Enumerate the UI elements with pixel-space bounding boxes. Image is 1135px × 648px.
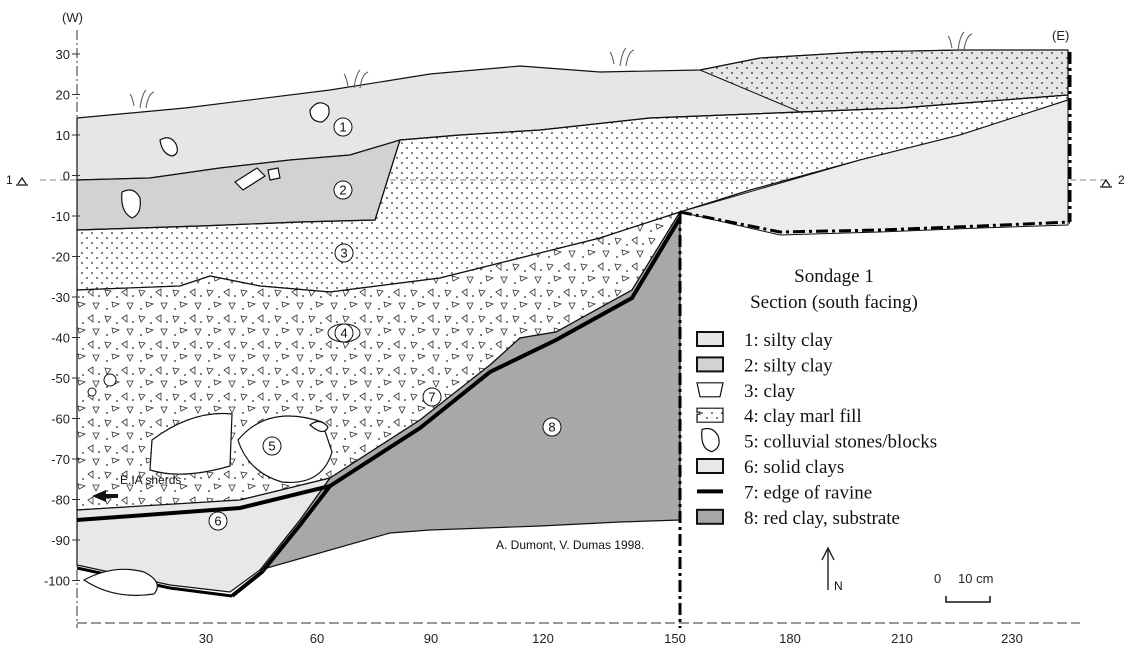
scale-length: 10 cm	[958, 571, 993, 586]
layer-number-text: 5	[268, 439, 275, 454]
x-axis-ticks: 30 60 90 120 150 180 210 230	[199, 631, 1023, 646]
legend-item-label: 8: red clay, substrate	[744, 508, 900, 529]
edge-of-ravine-lower	[230, 484, 332, 598]
layer-number-markers: 1 2 3 4 5 6 7 8	[208, 117, 562, 531]
x-tick-label: 150	[664, 631, 686, 646]
layer-number-circle	[334, 323, 354, 343]
layer-number-circle	[542, 417, 562, 437]
layer-3-upper-wedge	[698, 49, 1069, 113]
legend-item-label: 5: colluvial stones/blocks	[744, 432, 937, 453]
y-tick-label: -100	[44, 574, 70, 589]
x-tick-label: 230	[1001, 631, 1023, 646]
layer-number-circle	[333, 180, 353, 200]
legend-swatch	[696, 458, 724, 474]
y-axis-ticks: 30 20 10 0 -10 -20 -30 -40 -50 -60 -70 -80 -90 -100	[44, 47, 80, 589]
y-tick-label: 10	[56, 128, 70, 143]
grass-tufts	[129, 31, 973, 109]
layer-number-text: 1	[339, 120, 346, 135]
x-tick-label: 120	[532, 631, 554, 646]
x-tick-label: 90	[424, 631, 438, 646]
x-tick-label: 180	[779, 631, 801, 646]
edge-of-ravine-line	[76, 216, 682, 522]
y-tick-label: -40	[51, 331, 70, 346]
scale-zero: 0	[934, 571, 941, 586]
sherds-arrow	[92, 490, 118, 502]
legend-subtitle: Section (south facing)	[750, 292, 918, 313]
layer-number-circle	[208, 511, 228, 531]
layer-number-text: 7	[428, 390, 435, 405]
legend-item-label: 4: clay marl fill	[744, 406, 862, 427]
y-tick-label: -60	[51, 412, 70, 427]
layer-number-text: 3	[340, 246, 347, 261]
west-label: (W)	[62, 10, 83, 25]
x-tick-label: 210	[891, 631, 913, 646]
legend-swatch	[701, 427, 720, 453]
layer-number-circle	[422, 387, 442, 407]
legend-item-label: 1: silty clay	[744, 330, 833, 351]
y-tick-label: -50	[51, 371, 70, 386]
y-tick-label: -90	[51, 533, 70, 548]
legend-item-label: 6: solid clays	[744, 457, 844, 478]
layer-number-circle	[334, 243, 354, 263]
legend-title: Sondage 1	[794, 266, 874, 287]
sherds-annotation: E.IA sherds	[120, 473, 181, 487]
legend-swatch	[696, 407, 724, 423]
legend-swatch	[696, 508, 724, 525]
x-tick-label: 30	[199, 631, 213, 646]
section-marker-left-icon	[16, 176, 28, 186]
legend-item-label: 3: clay	[744, 381, 796, 402]
layer-number-text: 8	[548, 420, 555, 435]
north-arrow: N	[821, 546, 843, 593]
layer-number-circle	[262, 436, 282, 456]
legend-item-label: 2: silty clay	[744, 355, 833, 376]
scale-bar: 0 10 cm	[934, 571, 993, 603]
y-tick-label: 0	[63, 169, 70, 184]
x-tick-label: 60	[310, 631, 324, 646]
section-marker-right: 2	[1118, 173, 1125, 187]
credit-annotation: A. Dumont, V. Dumas 1998.	[496, 538, 644, 552]
north-label: N	[834, 579, 843, 593]
y-tick-label: 20	[56, 88, 70, 103]
legend-swatch	[696, 356, 724, 373]
legend-swatch	[696, 382, 724, 398]
east-label: (E)	[1052, 28, 1069, 43]
y-tick-label: -10	[51, 209, 70, 224]
section-marker-right-icon	[1100, 178, 1112, 188]
y-tick-label: -20	[51, 250, 70, 265]
y-tick-label: 30	[56, 47, 70, 62]
legend: Sondage 1 Section (south facing) 1: silt…	[696, 266, 937, 529]
layer-number-text: 6	[214, 514, 221, 529]
layer-number-text: 4	[340, 326, 347, 341]
colluvial-stones	[82, 102, 333, 596]
y-tick-label: -80	[51, 493, 70, 508]
layer-number-circle	[333, 117, 353, 137]
ravine-dashed-right	[679, 210, 1071, 234]
legend-swatch	[696, 331, 724, 347]
layer-1-right-lower	[678, 99, 1069, 236]
legend-item-label: 7: edge of ravine	[744, 482, 872, 503]
y-tick-label: -30	[51, 290, 70, 305]
section-marker-left: 1	[6, 173, 13, 187]
layer-number-text: 2	[339, 183, 346, 198]
layer-8-red-clay-substrate	[258, 209, 681, 572]
y-tick-label: -70	[51, 452, 70, 467]
